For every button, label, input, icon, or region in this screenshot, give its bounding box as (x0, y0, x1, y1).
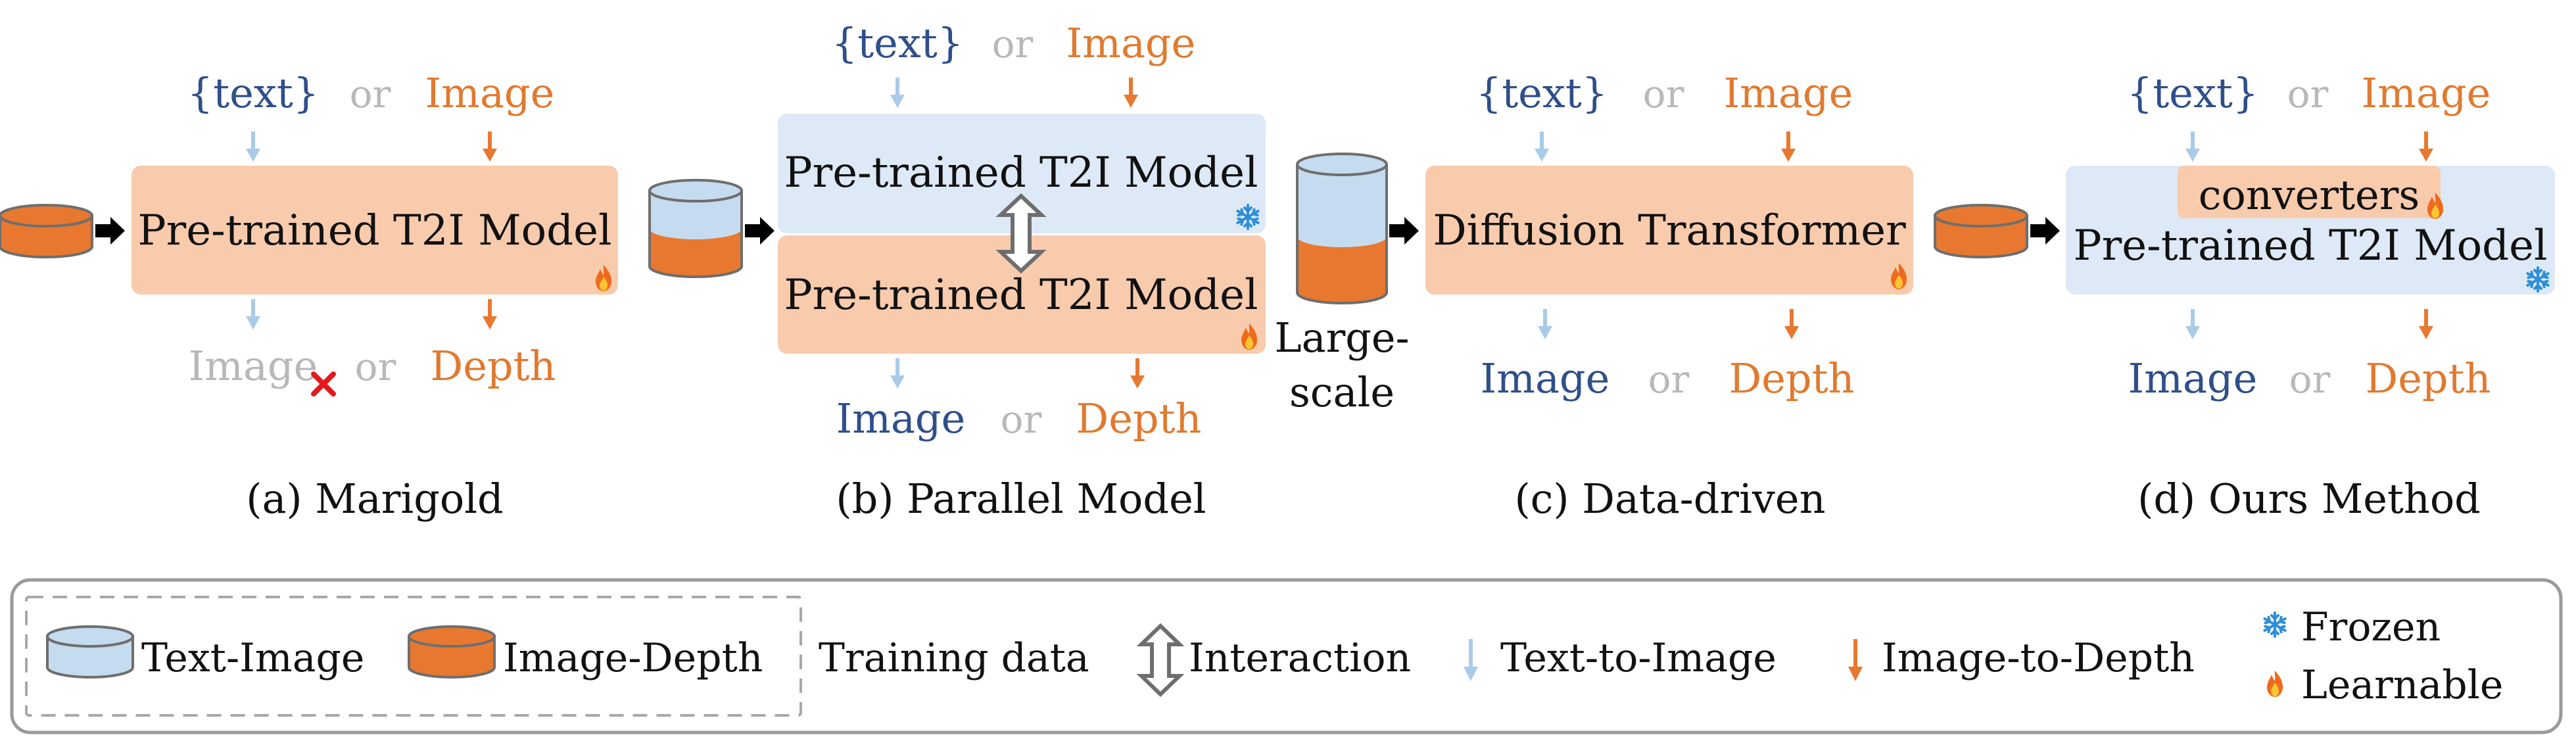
panel-b-or-bottom: or (1001, 397, 1042, 442)
legend-image-to-depth-label: Image-to-Depth (1882, 635, 2195, 681)
panel-d-model-label: Pre-trained T2I Model (2074, 222, 2548, 270)
training-data-dashed-group (25, 596, 802, 717)
mixed-data-cylinder (648, 179, 743, 278)
panel-b: {text} or Image Pre-trained T2I Model Pr… (648, 19, 1266, 523)
black-arrow (1389, 217, 1419, 245)
black-arrow (2030, 217, 2060, 245)
panel-b-input-image: Image (1066, 19, 1196, 67)
image-to-depth-arrow (1124, 78, 1138, 108)
text-to-image-arrow (246, 131, 260, 162)
text-to-image-arrow (246, 299, 260, 329)
image-to-depth-arrow (1781, 131, 1796, 162)
legend-text-image-label: Text-Image (141, 635, 364, 681)
black-arrow (745, 217, 775, 245)
legend: Text-Image Image-Depth Training data Int… (10, 578, 2563, 734)
text-to-image-arrow (2185, 309, 2200, 339)
panel-c-or-bottom: or (1648, 357, 1690, 402)
legend-training-data-label: Training data (819, 635, 1089, 681)
panel-c-or-top: or (1643, 72, 1684, 116)
image-to-depth-arrow (1784, 309, 1799, 339)
panel-d-or-bottom: or (2289, 357, 2331, 402)
panel-a-or-bottom: or (355, 345, 396, 389)
panel-a-or-top: or (350, 72, 391, 116)
legend-learnable-label: Learnable (2301, 662, 2503, 708)
legend-image-to-depth-arrow (1848, 639, 1863, 681)
panel-b-model-bottom-label: Pre-trained T2I Model (784, 271, 1258, 320)
image-to-depth-arrow (2419, 309, 2433, 339)
panel-c-data-label-line1: Large- (1274, 314, 1409, 362)
panel-c-model-label: Diffusion Transformer (1433, 206, 1906, 255)
panel-c-input-text: {text} (1476, 69, 1608, 117)
legend-text-to-image-label: Text-to-Image (1500, 635, 1777, 681)
image-depth-cylinder (0, 204, 93, 258)
legend-interaction-icon (1136, 623, 1185, 698)
image-to-depth-arrow (483, 131, 497, 162)
image-to-depth-arrow (483, 299, 497, 329)
text-to-image-arrow (890, 358, 905, 389)
panel-c-input-image: Image (1724, 69, 1853, 117)
text-to-image-arrow (2185, 131, 2200, 162)
panel-a-model-box (131, 166, 618, 295)
panel-d-converters-label: converters (2199, 171, 2420, 219)
panel-c-output-depth: Depth (1729, 354, 1855, 402)
panel-b-model-top-label: Pre-trained T2I Model (784, 149, 1258, 197)
panel-c-output-image: Image (1481, 354, 1610, 402)
panel-d-converters-box (2178, 166, 2441, 218)
large-scale-data-cylinder (1296, 153, 1388, 304)
image-depth-cylinder (1934, 204, 2028, 258)
panel-a-model-label: Pre-trained T2I Model (138, 206, 612, 255)
panel-d-output-image: Image (2128, 354, 2258, 402)
legend-image-depth-label: Image-Depth (503, 635, 763, 681)
legend-interaction-label: Interaction (1189, 635, 1411, 681)
panel-c-model-box (1425, 166, 1913, 295)
interaction-double-arrow (995, 193, 1047, 274)
panel-a-output-depth: Depth (431, 342, 556, 390)
legend-frame (10, 578, 2563, 734)
legend-text-image-cylinder (46, 625, 134, 679)
panel-b-caption: (b) Parallel Model (836, 475, 1206, 523)
panel-b-or-top: or (992, 22, 1034, 66)
panel-a-input-image: Image (425, 69, 555, 117)
panel-a-caption: (a) Marigold (246, 475, 504, 523)
panel-c: {text} or Image Large- scale Diffusion T… (1274, 69, 1913, 523)
panel-b-output-depth: Depth (1076, 394, 1202, 442)
panel-a: {text} or Image Pre-trained T2I Model Im… (0, 69, 618, 523)
panel-d: {text} or Image converters Pre-trained T… (1934, 69, 2555, 523)
panel-d-caption: (d) Ours Method (2137, 475, 2481, 523)
legend-frozen-label: Frozen (2301, 604, 2441, 650)
panel-d-output-depth: Depth (2366, 354, 2491, 402)
text-to-image-arrow (890, 78, 905, 108)
panel-d-input-image: Image (2362, 69, 2491, 117)
text-to-image-arrow (1538, 309, 1552, 339)
panel-c-data-label-line2: scale (1289, 368, 1395, 416)
panel-b-input-text: {text} (832, 19, 963, 67)
panel-b-output-image: Image (836, 394, 966, 442)
legend-text-to-image-arrow (1464, 639, 1478, 681)
panel-b-model-bottom-box (778, 235, 1266, 354)
panel-d-or-top: or (2287, 72, 2329, 116)
image-to-depth-arrow (1130, 358, 1145, 389)
text-to-image-arrow (1535, 131, 1549, 162)
legend-image-depth-cylinder (408, 625, 496, 679)
panel-a-output-image: Image (189, 342, 318, 390)
panel-c-caption: (c) Data-driven (1514, 475, 1825, 523)
panel-d-input-text: {text} (2127, 69, 2258, 117)
panel-a-input-text: {text} (187, 69, 319, 117)
black-arrow (95, 217, 125, 245)
panel-b-model-top-box (778, 114, 1266, 233)
image-to-depth-arrow (2419, 131, 2433, 162)
cross-icon (311, 371, 336, 396)
legend-learnable-flame-icon (2267, 671, 2283, 697)
legend-frozen-snowflake-icon (2263, 611, 2287, 638)
